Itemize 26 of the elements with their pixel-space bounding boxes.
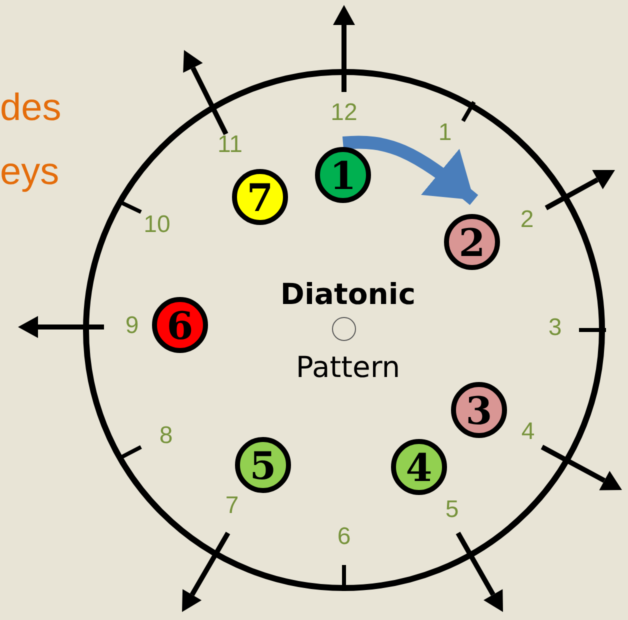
center-circle [332, 317, 356, 341]
number-circle: 2 [444, 214, 500, 270]
number-circle: 6 [152, 297, 208, 353]
hour-number: 11 [218, 133, 242, 157]
hour-number: 3 [548, 316, 562, 340]
number-circle: 7 [232, 169, 288, 225]
hour-number: 5 [445, 498, 459, 522]
hour-number: 6 [337, 525, 351, 549]
hour-number: 4 [521, 420, 535, 444]
number-circle: 4 [391, 439, 447, 495]
number-circle: 5 [235, 437, 291, 493]
hour-number: 10 [144, 213, 170, 237]
hour-number: 7 [225, 494, 239, 518]
arrow [342, 136, 478, 206]
hour-number: 2 [520, 208, 534, 232]
subtitle-text: Pattern [296, 350, 400, 384]
clock-face [83, 69, 605, 591]
hour-number: 12 [330, 101, 358, 125]
number-circle: 3 [451, 382, 507, 438]
number-circle: 1 [315, 147, 371, 203]
hour-number: 8 [159, 424, 173, 448]
heading-text: eys [0, 152, 60, 192]
hour-number: 9 [125, 314, 139, 338]
title-text: Diatonic [280, 277, 416, 311]
heading-text: des [0, 88, 62, 128]
hour-number: 1 [438, 121, 452, 145]
